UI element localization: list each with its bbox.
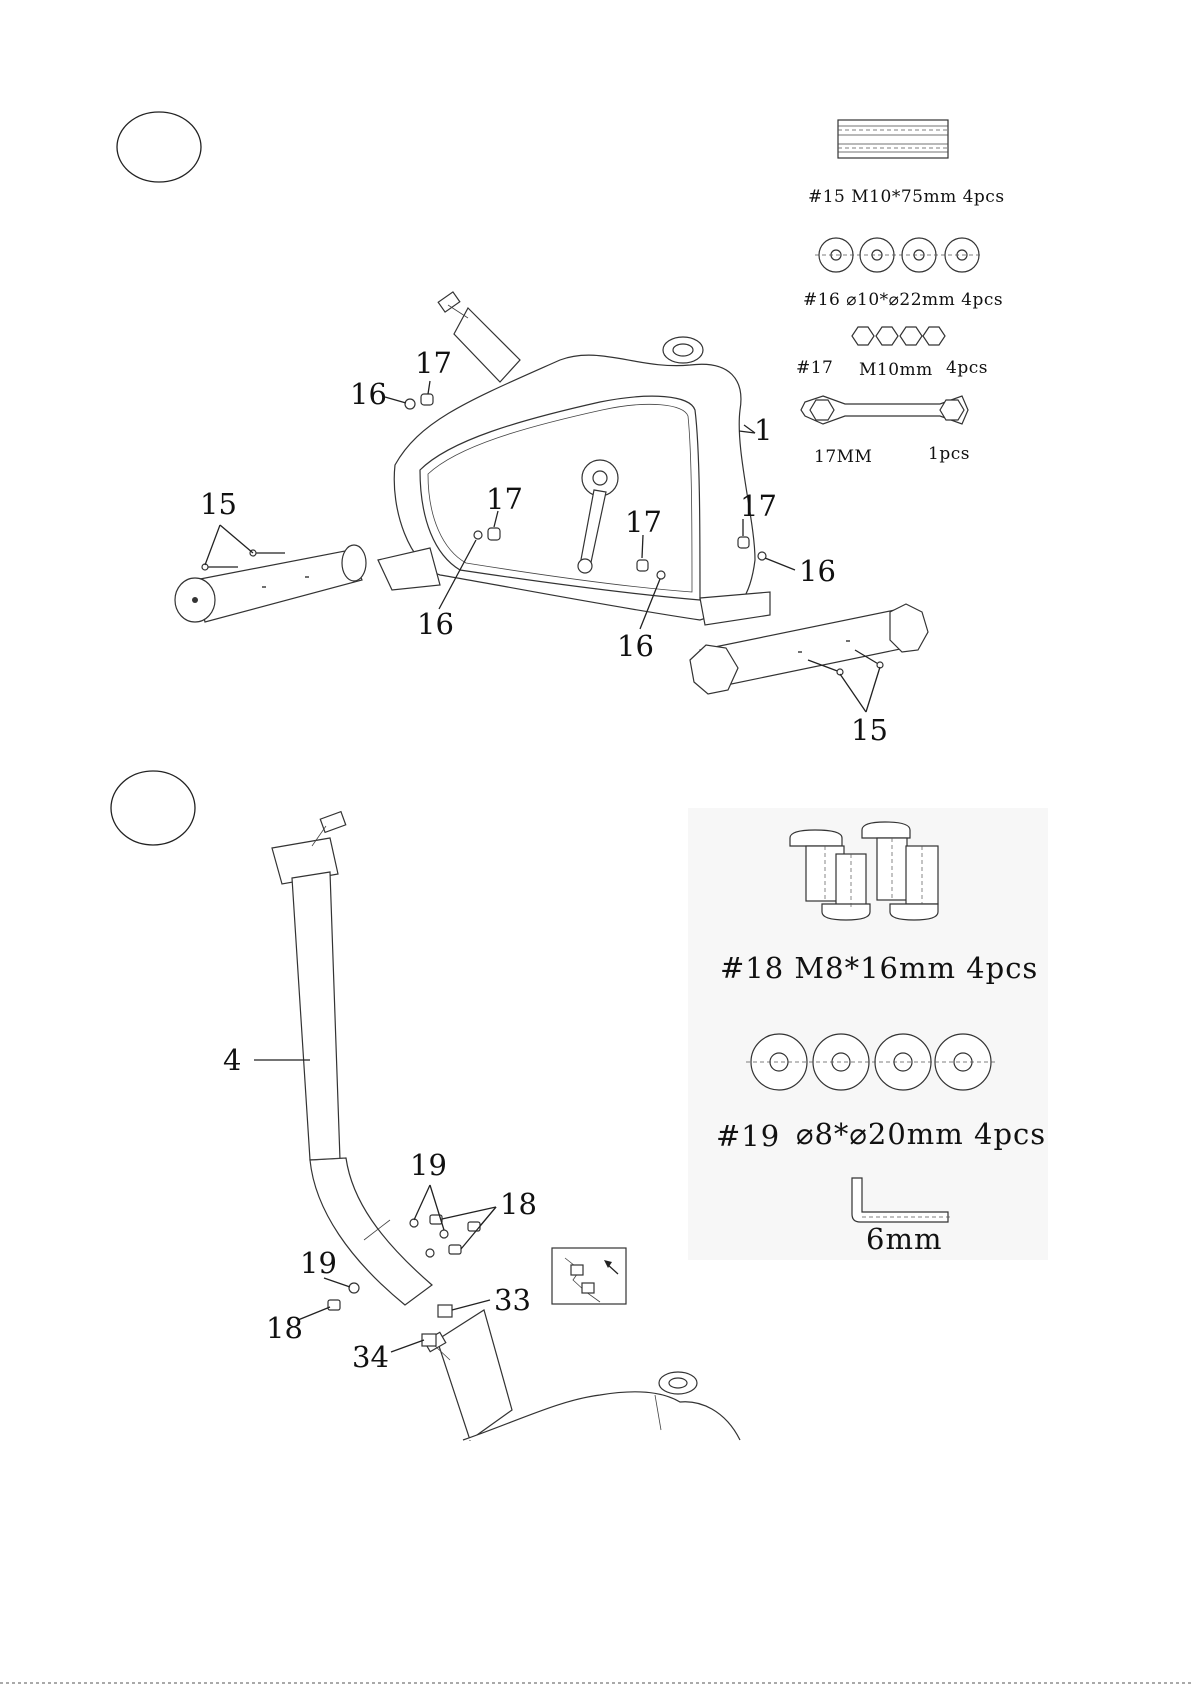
washer-16-spec: #16 ⌀10*⌀22mm 4pcs	[803, 290, 1003, 310]
wrench-17mm-illustration	[801, 396, 968, 424]
callout-18-top: 18	[500, 1187, 537, 1221]
callout-17-mid: 17	[486, 482, 523, 516]
callout-17-right: 17	[740, 489, 777, 523]
callout-19-left: 19	[300, 1246, 337, 1280]
nut-17-qty: 4pcs	[946, 358, 988, 378]
cable-connector-detail	[552, 1248, 626, 1304]
callout-16-mid: 16	[417, 607, 454, 641]
nut-17-id: #17	[796, 358, 833, 378]
callout-16-right: 16	[799, 554, 836, 588]
bolt-15-spec: #15 M10*75mm 4pcs	[808, 187, 1005, 207]
step-2-circle	[111, 771, 195, 845]
main-frame-part-1	[378, 292, 770, 625]
bolt-18-spec: #18 M8*16mm 4pcs	[720, 951, 1038, 985]
nut-17-size: M10mm	[859, 360, 933, 380]
bolt-15-illustration	[838, 120, 948, 158]
handlebar-post-part-4	[272, 812, 432, 1305]
washer-19-id: #19	[716, 1119, 780, 1153]
main-frame-partial	[424, 1310, 740, 1440]
callout-15-left: 15	[200, 487, 237, 521]
wrench-qty: 1pcs	[928, 444, 970, 464]
callout-16-center: 16	[617, 629, 654, 663]
callout-18-left: 18	[266, 1311, 303, 1345]
step2-leader-lines	[254, 1060, 496, 1352]
callout-17-top: 17	[415, 346, 452, 380]
callout-connector-34: 34	[352, 1340, 389, 1374]
hardware-panel-step-2	[688, 808, 1048, 1260]
wrench-size: 17MM	[814, 447, 872, 467]
nut-17-illustration	[852, 327, 945, 345]
step-1-circle	[117, 112, 201, 182]
callout-post-4: 4	[223, 1043, 241, 1077]
washer-19-spec: ⌀8*⌀20mm 4pcs	[796, 1117, 1046, 1151]
callout-frame-1: 1	[754, 413, 772, 447]
callout-16-top: 16	[350, 377, 387, 411]
allen-key-size: 6mm	[866, 1222, 942, 1256]
callout-connector-33: 33	[494, 1283, 531, 1317]
callout-19-top: 19	[410, 1148, 447, 1182]
washer-16-illustration	[815, 238, 982, 272]
callout-15-right: 15	[851, 713, 888, 747]
callout-17-center: 17	[625, 505, 662, 539]
front-stabilizer	[175, 545, 366, 622]
